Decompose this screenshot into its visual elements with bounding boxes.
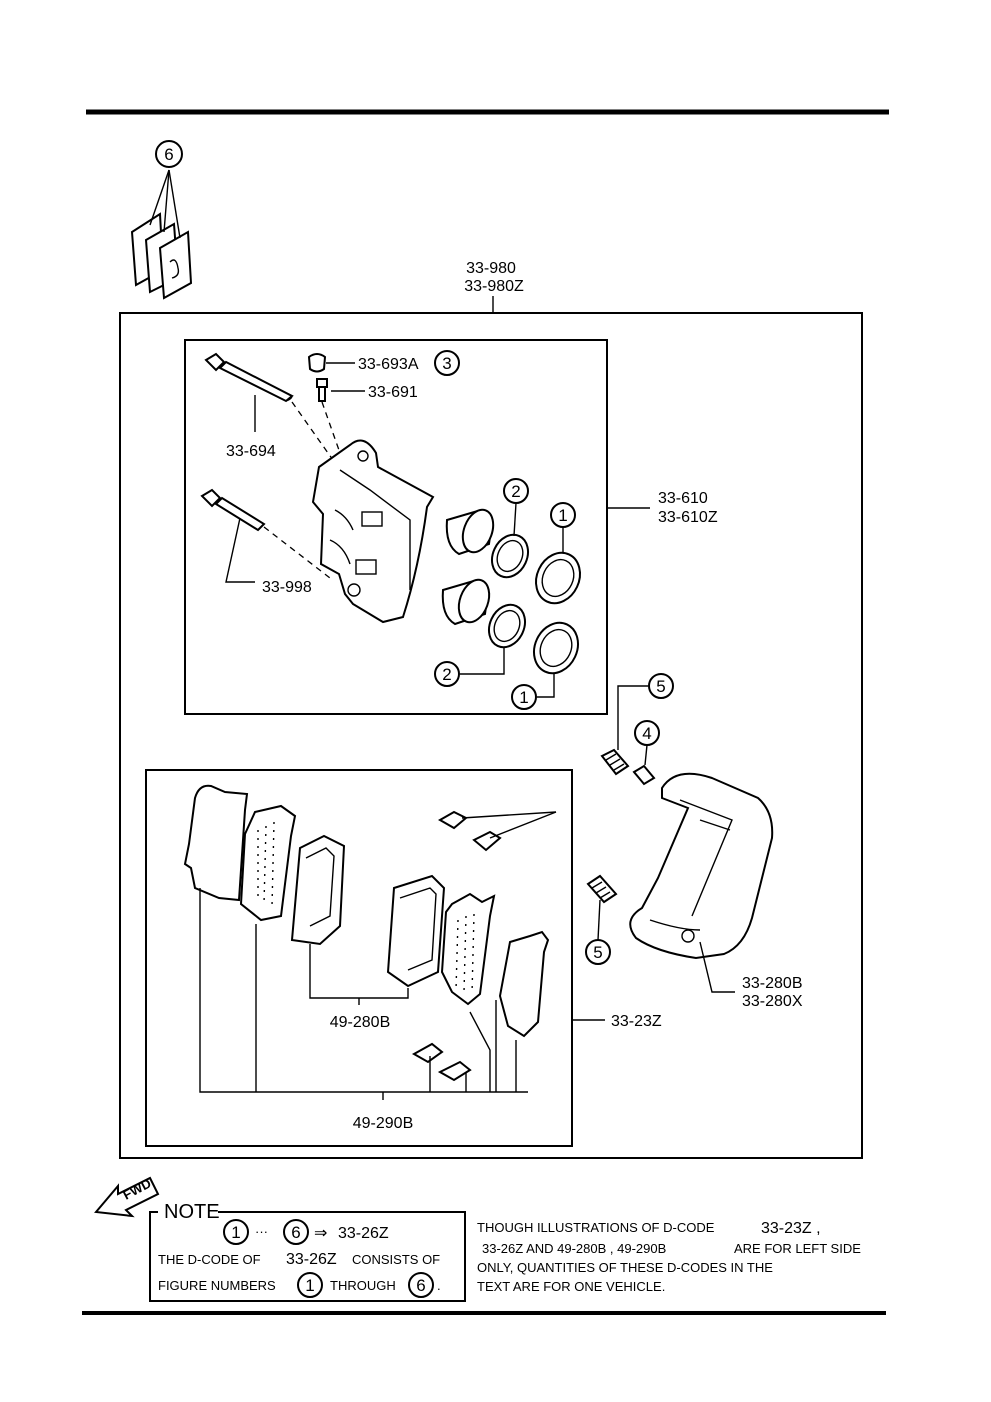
remark-text: THOUGH ILLUSTRATIONS OF D-CODE 33-23Z , … <box>477 1220 861 1294</box>
svg-text:···: ··· <box>255 1224 268 1239</box>
assembly-frame <box>119 312 863 1159</box>
svg-text:1: 1 <box>305 1276 314 1295</box>
note-heading: NOTE <box>164 1201 220 1223</box>
bleeder-cap-code: 33-693A <box>358 356 419 373</box>
pad-set-code: 33-23Z <box>611 1013 662 1030</box>
svg-text:ONLY, QUANTITIES OF THESE D-CO: ONLY, QUANTITIES OF THESE D-CODES IN THE <box>477 1260 773 1275</box>
svg-text:THE D-CODE OF: THE D-CODE OF <box>158 1252 261 1267</box>
svg-text:CONSISTS OF: CONSISTS OF <box>352 1252 440 1267</box>
pad-clip-2 <box>411 1042 472 1082</box>
brake-pad-outer <box>290 834 346 946</box>
bleeder-cap <box>307 353 327 373</box>
piston-seal-lower <box>488 603 526 649</box>
svg-text:TEXT ARE FOR ONE VEHICLE.: TEXT ARE FOR ONE VEHICLE. <box>477 1279 665 1294</box>
forward-arrow-icon: FWD <box>94 1176 160 1218</box>
seal-kit-packets <box>130 169 193 300</box>
note-kit-code: 33-26Z <box>338 1225 389 1242</box>
svg-text:33-23Z ,: 33-23Z , <box>761 1220 821 1237</box>
svg-text:2: 2 <box>442 665 451 684</box>
piston-lower <box>441 578 491 626</box>
pad-shim-outer <box>183 784 249 902</box>
piston-seal-upper <box>491 533 529 579</box>
mounting-bracket-code-1: 33-280B <box>742 975 803 992</box>
svg-text:.: . <box>437 1278 441 1293</box>
note-frame <box>149 1211 466 1302</box>
svg-text:1: 1 <box>558 506 567 525</box>
svg-text:6: 6 <box>416 1276 425 1295</box>
svg-text:33-26Z AND 49-280B , 49-290B: 33-26Z AND 49-280B , 49-290B <box>482 1241 666 1256</box>
pad-shim-inner <box>498 930 550 1038</box>
guide-pin-boot-upper <box>600 748 630 776</box>
piston-upper <box>445 508 495 556</box>
svg-text:4: 4 <box>642 724 651 743</box>
assembly-code-1: 33-980 <box>466 260 516 277</box>
caliper-body <box>311 439 435 624</box>
guide-pin-upper <box>204 352 294 403</box>
svg-text:THROUGH: THROUGH <box>330 1278 396 1293</box>
caliper-mounting-bracket <box>629 772 774 960</box>
caliper-code-1: 33-610 <box>658 490 708 507</box>
svg-text:6: 6 <box>291 1223 300 1242</box>
guide-pin-upper-code: 33-694 <box>226 443 276 460</box>
svg-text:⇒: ⇒ <box>314 1225 327 1242</box>
bleeder-screw <box>316 378 328 402</box>
svg-text:1: 1 <box>519 688 528 707</box>
guide-pin-boot-lower <box>586 874 618 904</box>
svg-text:3: 3 <box>442 354 451 373</box>
pads-inner-code: 49-280B <box>330 1014 391 1031</box>
svg-text:5: 5 <box>593 943 602 962</box>
figure-6-callout-kit: 6 <box>155 140 183 168</box>
svg-text:33-26Z: 33-26Z <box>286 1251 337 1268</box>
bleeder-screw-code: 33-691 <box>368 384 418 401</box>
pads-outer-code: 49-290B <box>353 1115 414 1132</box>
brake-pad-outer-backing <box>239 804 297 922</box>
assembly-code-2: 33-980Z <box>464 278 524 295</box>
pad-set-frame <box>145 769 573 1147</box>
svg-text:ARE FOR LEFT SIDE: ARE FOR LEFT SIDE <box>734 1241 861 1256</box>
svg-text:5: 5 <box>656 677 665 696</box>
dust-boot-upper <box>535 551 581 605</box>
caliper-frame <box>184 339 608 715</box>
brake-pad-inner-backing <box>440 892 496 1006</box>
svg-text:FIGURE NUMBERS: FIGURE NUMBERS <box>158 1278 276 1293</box>
guide-pin-lower <box>200 488 266 532</box>
svg-text:1: 1 <box>231 1223 240 1242</box>
caliper-code-2: 33-610Z <box>658 509 718 526</box>
mounting-bracket-code-2: 33-280X <box>742 993 803 1010</box>
svg-text:6: 6 <box>164 145 173 164</box>
dust-boot-lower <box>533 621 579 675</box>
svg-text:THOUGH ILLUSTRATIONS OF D-CODE: THOUGH ILLUSTRATIONS OF D-CODE <box>477 1220 715 1235</box>
brake-pad-inner <box>386 874 446 988</box>
svg-text:2: 2 <box>511 482 520 501</box>
guide-pin-lower-code: 33-998 <box>262 579 312 596</box>
guide-pin-sleeve <box>632 764 656 786</box>
